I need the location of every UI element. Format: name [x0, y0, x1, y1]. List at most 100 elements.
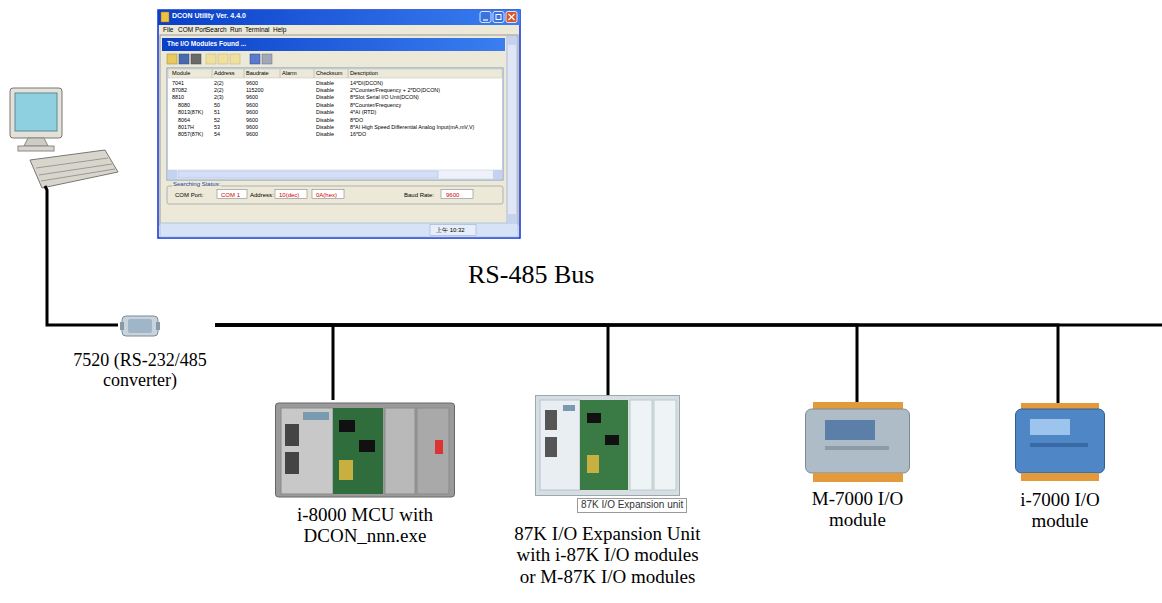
art-rect: [230, 54, 240, 64]
art-rect: [1016, 409, 1105, 473]
art-rect: [580, 400, 628, 490]
status-text: COM Port:: [175, 192, 203, 198]
art-line: [212, 69, 213, 78]
art-rect: [218, 54, 228, 64]
device-node: i-8000 MCU with DCON_nnn.exe: [255, 400, 475, 551]
column-header: Alarm: [282, 71, 297, 77]
art-rect: [1030, 443, 1088, 447]
device-label: 7520 (RS-232/485 converter): [65, 350, 215, 390]
art-rect: [285, 452, 299, 474]
art-line: [509, 14, 515, 20]
table-cell: Disable: [316, 103, 334, 108]
art-rect: [18, 146, 54, 151]
art-rect: [312, 190, 344, 199]
art-rect: [10, 88, 62, 138]
pc-cable: [45, 186, 118, 325]
art-rect: [156, 322, 160, 330]
io-module: [805, 402, 910, 482]
device-label: i-8000 MCU with DCON_nnn.exe: [265, 504, 465, 547]
table-cell: 8080: [178, 103, 190, 108]
art-polygon: [30, 150, 118, 188]
art-rect: [158, 10, 520, 238]
art-rect: [160, 223, 518, 237]
art-rect: [250, 54, 260, 64]
device-node: i-7000 I/O module: [995, 403, 1125, 536]
art-rect: [160, 35, 518, 225]
device-label: 87K I/O Expansion Unit with i-87K I/O mo…: [510, 523, 705, 587]
art-rect: [430, 225, 476, 236]
menu-item: Search: [206, 27, 227, 34]
art-rect: [1021, 473, 1099, 481]
status-value: 10(dec): [279, 192, 299, 198]
io-module: [1015, 403, 1105, 481]
art-rect: [339, 420, 355, 432]
art-rect: [806, 409, 910, 473]
art-rect: [385, 408, 415, 494]
table-cell: 8*Slot Serial I/O Unit(DCON): [350, 95, 419, 100]
art-rect: [162, 38, 505, 51]
art-rect: [441, 190, 473, 199]
art-rect: [605, 435, 619, 445]
device-label: i-7000 I/O module: [995, 489, 1125, 532]
status-heading: Searching Status:: [172, 181, 221, 187]
table-cell: 2(3): [214, 95, 224, 100]
art-rect: [276, 403, 455, 497]
table-cell: Disable: [316, 81, 334, 86]
status-text: Baud Rate:: [404, 192, 434, 198]
device-label: M-7000 I/O module: [790, 488, 925, 531]
art-rect: [15, 93, 57, 131]
table-cell: 2(2): [214, 81, 224, 86]
table-cell: 8064: [178, 118, 190, 123]
art-rect: [167, 68, 503, 180]
status-text: Address:: [250, 192, 274, 198]
art-rect: [159, 25, 519, 35]
table-cell: 9600: [246, 118, 258, 123]
table-cell: 8017H: [178, 125, 194, 130]
art-line: [509, 14, 515, 20]
menu-item: COM Port: [178, 27, 207, 34]
art-rect: [191, 54, 201, 64]
column-header: Module: [172, 71, 190, 77]
art-rect: [508, 37, 516, 45]
art-rect: [813, 473, 903, 482]
art-rect: [303, 412, 329, 420]
art-rect: [563, 405, 575, 411]
table-cell: 2*Counter/Frequency + 2*DO(DCON): [350, 88, 440, 93]
bus-connector: [215, 325, 333, 400]
device-node: M-7000 I/O module: [790, 402, 925, 535]
art-rect: [1030, 419, 1070, 435]
window-title: DCON Utility Ver. 4.4.0: [172, 12, 246, 19]
table-cell: 9600: [246, 81, 258, 86]
art-rect: [825, 420, 875, 440]
art-rect: [507, 36, 517, 224]
art-rect: [496, 15, 501, 20]
table-cell: 54: [214, 132, 220, 137]
art-polygon: [24, 138, 48, 146]
column-header: Baudrate: [246, 71, 269, 77]
art-rect: [178, 171, 438, 178]
art-rect: [545, 410, 557, 430]
window-title: The I/O Modules Found ...: [167, 41, 246, 48]
menu-item: Run: [230, 27, 242, 34]
expansion-unit: [535, 395, 680, 497]
art-rect: [508, 214, 516, 222]
art-rect: [168, 170, 502, 179]
art-rect: [333, 408, 383, 494]
table-cell: 53: [214, 125, 220, 130]
menu-item: File: [163, 27, 173, 34]
art-rect: [285, 424, 299, 446]
table-cell: 9600: [246, 125, 258, 130]
column-header: Checksum: [316, 71, 342, 77]
art-rect: [120, 322, 124, 330]
status-value: COM 1: [221, 192, 240, 198]
table-cell: 50: [214, 103, 220, 108]
table-cell: 2(2): [214, 88, 224, 93]
device-node: 87K I/O Expansion unit87K I/O Expansion …: [500, 395, 715, 591]
table-cell: Disable: [316, 118, 334, 123]
table-cell: Disable: [316, 110, 334, 115]
table-cell: 9600: [246, 95, 258, 100]
art-rect: [128, 319, 152, 333]
bus-label: RS-485 Bus: [468, 262, 594, 288]
art-line: [348, 69, 349, 78]
table-cell: 8*AI High Speed Differential Analog Inpu…: [350, 125, 474, 130]
